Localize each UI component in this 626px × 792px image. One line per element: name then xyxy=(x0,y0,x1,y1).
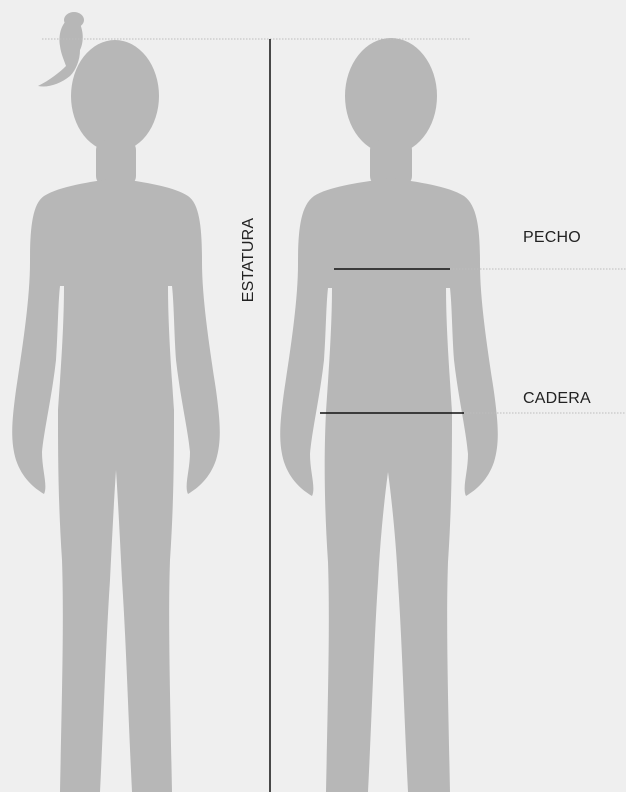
girl-head xyxy=(71,40,159,152)
chest-label: PECHO xyxy=(523,230,581,246)
girl-body xyxy=(12,178,220,792)
boy-head xyxy=(345,38,437,154)
hair-bun xyxy=(64,12,84,28)
boy-silhouette xyxy=(280,38,498,792)
height-label: ESTATURA xyxy=(241,218,257,303)
girl-silhouette xyxy=(12,12,220,792)
hip-label: CADERA xyxy=(523,391,591,407)
boy-body xyxy=(280,178,498,792)
